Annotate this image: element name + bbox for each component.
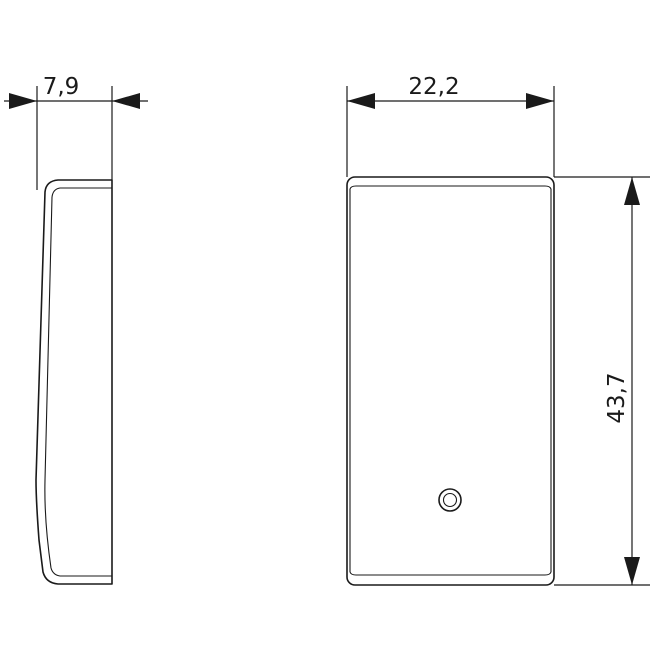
- depth-arrow-right: [112, 93, 140, 109]
- led-indicator-inner: [442, 492, 458, 508]
- height-arrow-top: [624, 177, 640, 205]
- front-view-bevel-bottom: [349, 571, 552, 576]
- front-view-bevel-top: [349, 185, 552, 190]
- led-indicator-outer: [438, 488, 462, 512]
- side-view: 7,9: [4, 74, 148, 585]
- width-dimension-label: 22,2: [408, 74, 459, 100]
- depth-dimension-label: 7,9: [43, 74, 80, 100]
- side-view-outline: [35, 179, 113, 585]
- width-arrow-left: [347, 93, 375, 109]
- side-view-bevel-top: [51, 187, 112, 198]
- height-arrow-bottom: [624, 557, 640, 585]
- front-view-outline: [346, 176, 555, 586]
- front-view: 22,2 43,7: [346, 74, 650, 586]
- side-view-bevel-bottom: [50, 567, 112, 577]
- side-view-front-edge: [44, 196, 53, 569]
- depth-arrow-left: [9, 93, 37, 109]
- height-dimension-label: 43,7: [604, 372, 630, 423]
- width-arrow-right: [526, 93, 554, 109]
